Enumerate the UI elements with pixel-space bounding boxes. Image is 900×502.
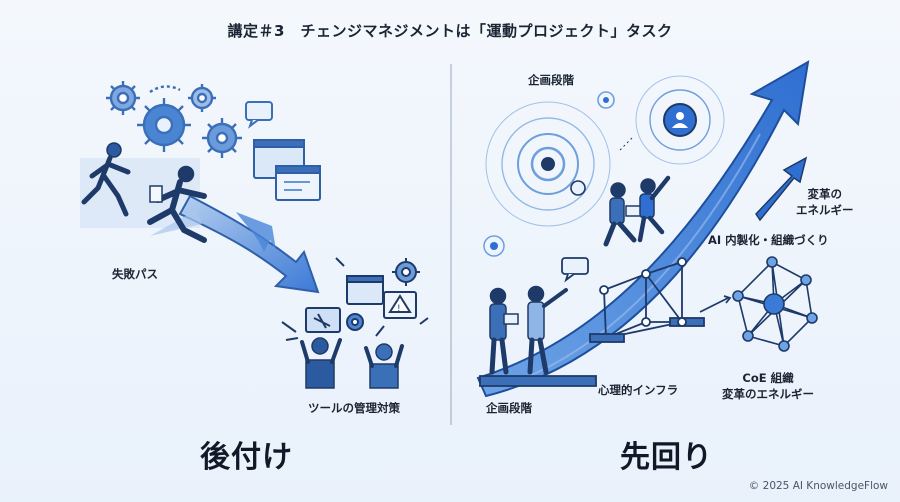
coe-label: CoE 組織 変革のエネルギー xyxy=(722,370,814,402)
chat-bubble-icon xyxy=(561,257,589,283)
speech-bubble-icon xyxy=(245,101,273,129)
fail-path-label: 失敗パス xyxy=(112,267,158,281)
psychological-infra-label: 心理的インフラ xyxy=(598,383,679,397)
gear-cluster xyxy=(106,81,242,158)
browser-windows-icon xyxy=(253,139,321,201)
energy-label-line1: 変革の xyxy=(807,187,843,201)
climbing-person xyxy=(637,175,671,243)
frustrated-person xyxy=(300,337,342,389)
tool-management-label: ツールの管理対策 xyxy=(308,401,400,415)
radar-rings xyxy=(483,75,725,257)
climbing-person xyxy=(603,182,643,247)
network-node-diagram xyxy=(732,256,818,352)
coe-label-line2: 変革のエネルギー xyxy=(722,387,814,401)
coe-label-line1: CoE 組織 xyxy=(742,371,794,385)
gear-icon xyxy=(137,98,191,152)
svg-text:!: ! xyxy=(397,304,401,314)
scaffold-structure xyxy=(479,257,732,387)
team-person xyxy=(489,287,519,375)
growth-arrow xyxy=(476,60,810,398)
planning-top-label: 企画段階 xyxy=(528,73,574,87)
gear-icon xyxy=(188,84,216,112)
planning-bottom-label: 企画段階 xyxy=(486,401,532,415)
right-heading: 先回り xyxy=(620,440,713,475)
frustrated-person xyxy=(364,343,404,389)
energy-arrow xyxy=(755,156,808,222)
energy-label: 変革の エネルギー xyxy=(796,186,854,218)
gear-icon xyxy=(202,118,242,158)
ai-internalization-label: AI 内製化・組織づくり xyxy=(708,233,829,247)
fail-arrow xyxy=(150,194,320,294)
gear-icon xyxy=(106,81,140,115)
energy-label-line2: エネルギー xyxy=(796,203,854,217)
running-person xyxy=(81,142,131,217)
running-person xyxy=(147,165,207,243)
copyright-text: © 2025 AI KnowledgeFlow xyxy=(748,480,888,492)
left-heading: 後付け xyxy=(200,440,293,475)
tool-chaos-icons: ! xyxy=(281,257,429,341)
page-title: 講定＃3 チェンジマネジメントは「運動プロジェクト」タスク xyxy=(227,22,673,40)
team-person xyxy=(527,285,568,375)
